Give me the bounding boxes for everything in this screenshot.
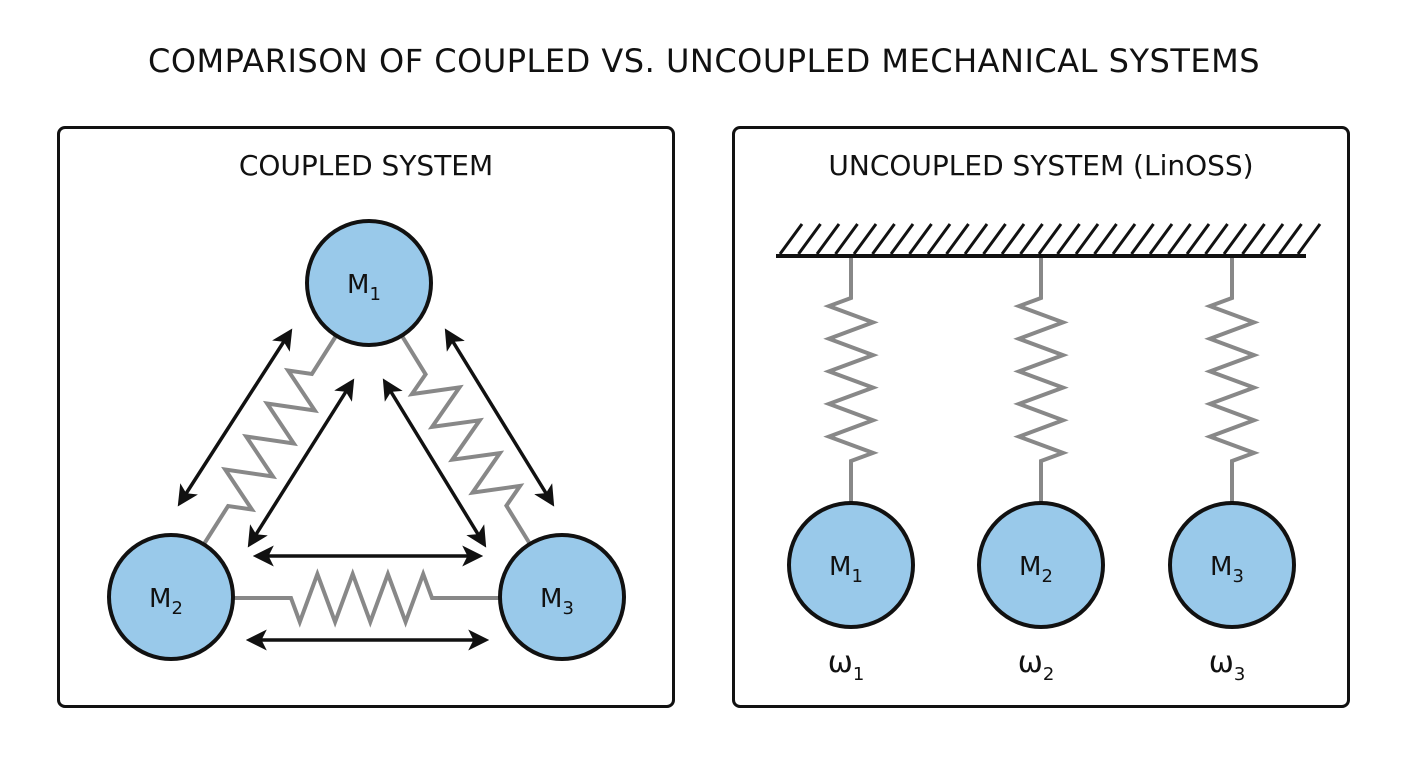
uncoupled-mass-m3: M3 ω3 (1168, 501, 1296, 685)
arrow-m1-m2-outer (177, 328, 293, 507)
svg-text:M2: M2 (149, 584, 183, 619)
hatch-line (778, 223, 804, 255)
hatch-line (1204, 223, 1229, 255)
arrow-m1-m3-outer (444, 328, 555, 507)
mass-label: M (1210, 552, 1232, 582)
hatch-line (926, 223, 952, 255)
hatch-line (1185, 223, 1211, 255)
mass-subscript: 2 (1041, 566, 1052, 587)
main-title: COMPARISON OF COUPLED VS. UNCOUPLED MECH… (147, 42, 1261, 80)
arrow-m1-m2-inner (247, 378, 355, 548)
uncoupled-mass-m2: M2 ω2 (977, 501, 1105, 685)
hatch-line (1111, 223, 1137, 255)
coupled-force-arrows (177, 328, 555, 651)
spring-1 (823, 258, 879, 503)
hatch-line (908, 223, 933, 255)
hatch-line (1000, 223, 1026, 255)
frequency-label-omega-1: ω1 (828, 645, 865, 685)
coupled-mass-m1: M1 (305, 219, 433, 347)
mass-circle (498, 533, 626, 661)
mass-subscript: 3 (1232, 566, 1243, 587)
hatch-line (1148, 223, 1174, 255)
hatch-line (1222, 223, 1248, 255)
mass-label: M (347, 270, 369, 300)
mass-subscript: 2 (171, 598, 182, 619)
spring-3 (1204, 258, 1260, 503)
mass-label: M (149, 584, 171, 614)
coupled-springs (202, 334, 532, 628)
hatch-line (871, 223, 896, 255)
mass-circle (305, 219, 433, 347)
mass-label: M (1019, 552, 1041, 582)
mass-circle (977, 501, 1105, 629)
svg-text:M2: M2 (1019, 552, 1053, 587)
svg-text:M1: M1 (347, 270, 381, 305)
mass-label: M (540, 584, 562, 614)
mass-circle (107, 533, 235, 661)
svg-text:M3: M3 (540, 584, 574, 619)
svg-text:M1: M1 (829, 552, 863, 587)
coupled-panel-title: COUPLED SYSTEM (238, 149, 494, 182)
hatch-line (1130, 223, 1155, 255)
hatch-line (834, 223, 859, 255)
hatch-line (982, 223, 1007, 255)
hatch-line (852, 223, 878, 255)
mass-subscript: 1 (851, 566, 862, 587)
frequency-label-omega-2: ω2 (1018, 645, 1055, 685)
uncoupled-mass-m1: M1 ω1 (787, 501, 915, 685)
hatch-line (815, 223, 841, 255)
coupled-mass-m2: M2 (107, 533, 235, 661)
hatch-line (797, 223, 822, 255)
hatch-line (1241, 223, 1266, 255)
svg-text:M3: M3 (1210, 552, 1244, 587)
mass-subscript: 1 (369, 284, 380, 305)
uncoupled-springs (823, 258, 1260, 503)
fixed-ceiling (776, 223, 1322, 258)
mass-label: M (829, 552, 851, 582)
hatch-line (1278, 223, 1303, 255)
mass-circle (787, 501, 915, 629)
hatch-line (1037, 223, 1063, 255)
hatch-line (1167, 223, 1192, 255)
mass-circle (1168, 501, 1296, 629)
hatch-line (963, 223, 989, 255)
hatch-line (1259, 223, 1285, 255)
hatch-line (889, 223, 915, 255)
hatch-line (1056, 223, 1081, 255)
uncoupled-panel-title: UNCOUPLED SYSTEM (LinOSS) (828, 149, 1254, 182)
hatch-line (1019, 223, 1044, 255)
frequency-label-omega-3: ω3 (1209, 645, 1246, 685)
spring-m2-m3 (233, 568, 500, 628)
hatch-line (1093, 223, 1118, 255)
hatch-line (945, 223, 970, 255)
arrow-m1-m3-inner (382, 378, 487, 548)
hatch-line (1296, 223, 1322, 255)
mass-subscript: 3 (562, 598, 573, 619)
coupled-mass-m3: M3 (498, 533, 626, 661)
hatch-line (1074, 223, 1100, 255)
spring-2 (1013, 258, 1069, 503)
